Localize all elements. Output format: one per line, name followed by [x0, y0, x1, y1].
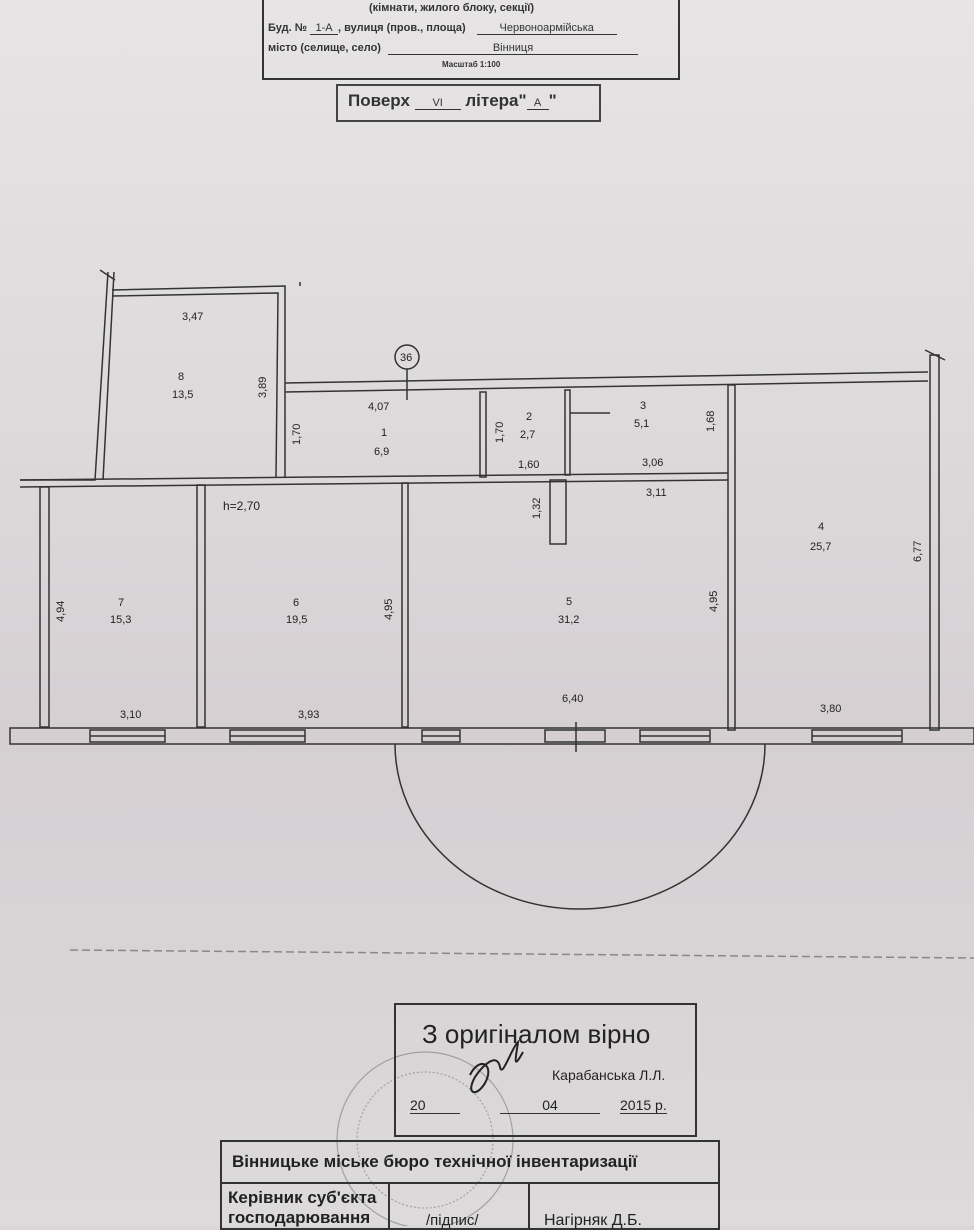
room-6-area: 19,5	[286, 614, 307, 626]
dim-407: 4,07	[368, 401, 389, 413]
city-label: місто (селище, село)	[268, 42, 381, 54]
dim-640: 6,40	[562, 693, 583, 705]
dim-170b: 1,70	[494, 422, 506, 443]
cert-month: 04	[500, 1097, 600, 1114]
balcony-arc	[394, 743, 766, 910]
dim-389: 3,89	[257, 377, 269, 398]
dim-160: 1,60	[518, 459, 539, 471]
fold-line	[69, 949, 974, 959]
building-no: 1-А	[310, 22, 339, 35]
street-label: , вулиця (пров., площа)	[338, 22, 466, 34]
floor-value: VI	[414, 97, 461, 110]
bureau-table: Вінницьке міське бюро технічної інвентар…	[220, 1140, 720, 1230]
dim-310: 3,10	[120, 709, 141, 721]
certification-title: З оригіналом вірно	[422, 1019, 651, 1049]
room-3-area: 5,1	[634, 418, 649, 430]
dim-170a: 1,70	[291, 424, 303, 445]
letter-label: літера	[465, 91, 519, 110]
building-label: Буд. №	[268, 22, 307, 34]
ceiling-height: h=2,70	[223, 499, 260, 513]
room-6-number: 6	[293, 597, 299, 609]
dim-677: 6,77	[912, 541, 924, 562]
room-1-number: 1	[381, 427, 387, 439]
room-8-number: 8	[178, 371, 184, 383]
room-5-area: 31,2	[558, 614, 579, 626]
walls	[9, 269, 974, 745]
floor-label: Поверх	[348, 91, 410, 110]
room-2-number: 2	[526, 411, 532, 423]
room-4-area: 25,7	[810, 541, 831, 553]
scale-label: Масштаб 1:100	[442, 60, 501, 69]
room-7-number: 7	[118, 597, 124, 609]
bureau-head: Нагірняк Д.Б.	[544, 1212, 642, 1229]
dim-311: 3,11	[646, 487, 667, 499]
signature	[469, 1039, 524, 1093]
dim-347: 3,47	[182, 311, 203, 323]
room-7-area: 15,3	[110, 614, 131, 626]
cert-day: 20	[410, 1097, 460, 1114]
dim-495-left: 4,95	[383, 599, 395, 620]
dim-494: 4,94	[55, 601, 67, 622]
room-5-number: 5	[566, 596, 572, 608]
room-1-area: 6,9	[374, 446, 389, 458]
dim-132: 1,32	[531, 498, 543, 519]
marker-number: 36	[400, 352, 412, 364]
windows	[89, 722, 903, 752]
letter-value: А	[526, 97, 549, 110]
room-4-number: 4	[818, 521, 824, 533]
room-8-area: 13,5	[172, 389, 193, 401]
header-box: (кімнати, жилого блоку, секції) Буд. № 1…	[262, 0, 680, 80]
certifier-name: Карабанська Л.Л.	[552, 1067, 666, 1083]
cert-year: 2015 р.	[620, 1097, 667, 1114]
bureau-name: Вінницьке міське бюро технічної інвентар…	[222, 1142, 718, 1184]
dim-380: 3,80	[820, 703, 841, 715]
city-value: Вінниця	[388, 42, 639, 55]
header-subtitle: (кімнати, жилого блоку, секції)	[369, 2, 535, 14]
dim-306: 3,06	[642, 457, 663, 469]
room-2-area: 2,7	[520, 429, 535, 441]
bureau-role: Керівник суб'єкта господарювання	[222, 1184, 390, 1228]
certification-box: З оригіналом вірно Карабанська Л.Л. 20 0…	[394, 1003, 697, 1137]
street-value: Червоноармійська	[476, 22, 617, 35]
floor-box: Поверх VI літера"А"	[336, 84, 601, 122]
room-3-number: 3	[640, 400, 646, 412]
dim-168: 1,68	[705, 411, 717, 432]
dim-393: 3,93	[298, 709, 319, 721]
bureau-signature: /підпис/	[390, 1184, 530, 1229]
dim-495-right: 4,95	[708, 591, 720, 612]
